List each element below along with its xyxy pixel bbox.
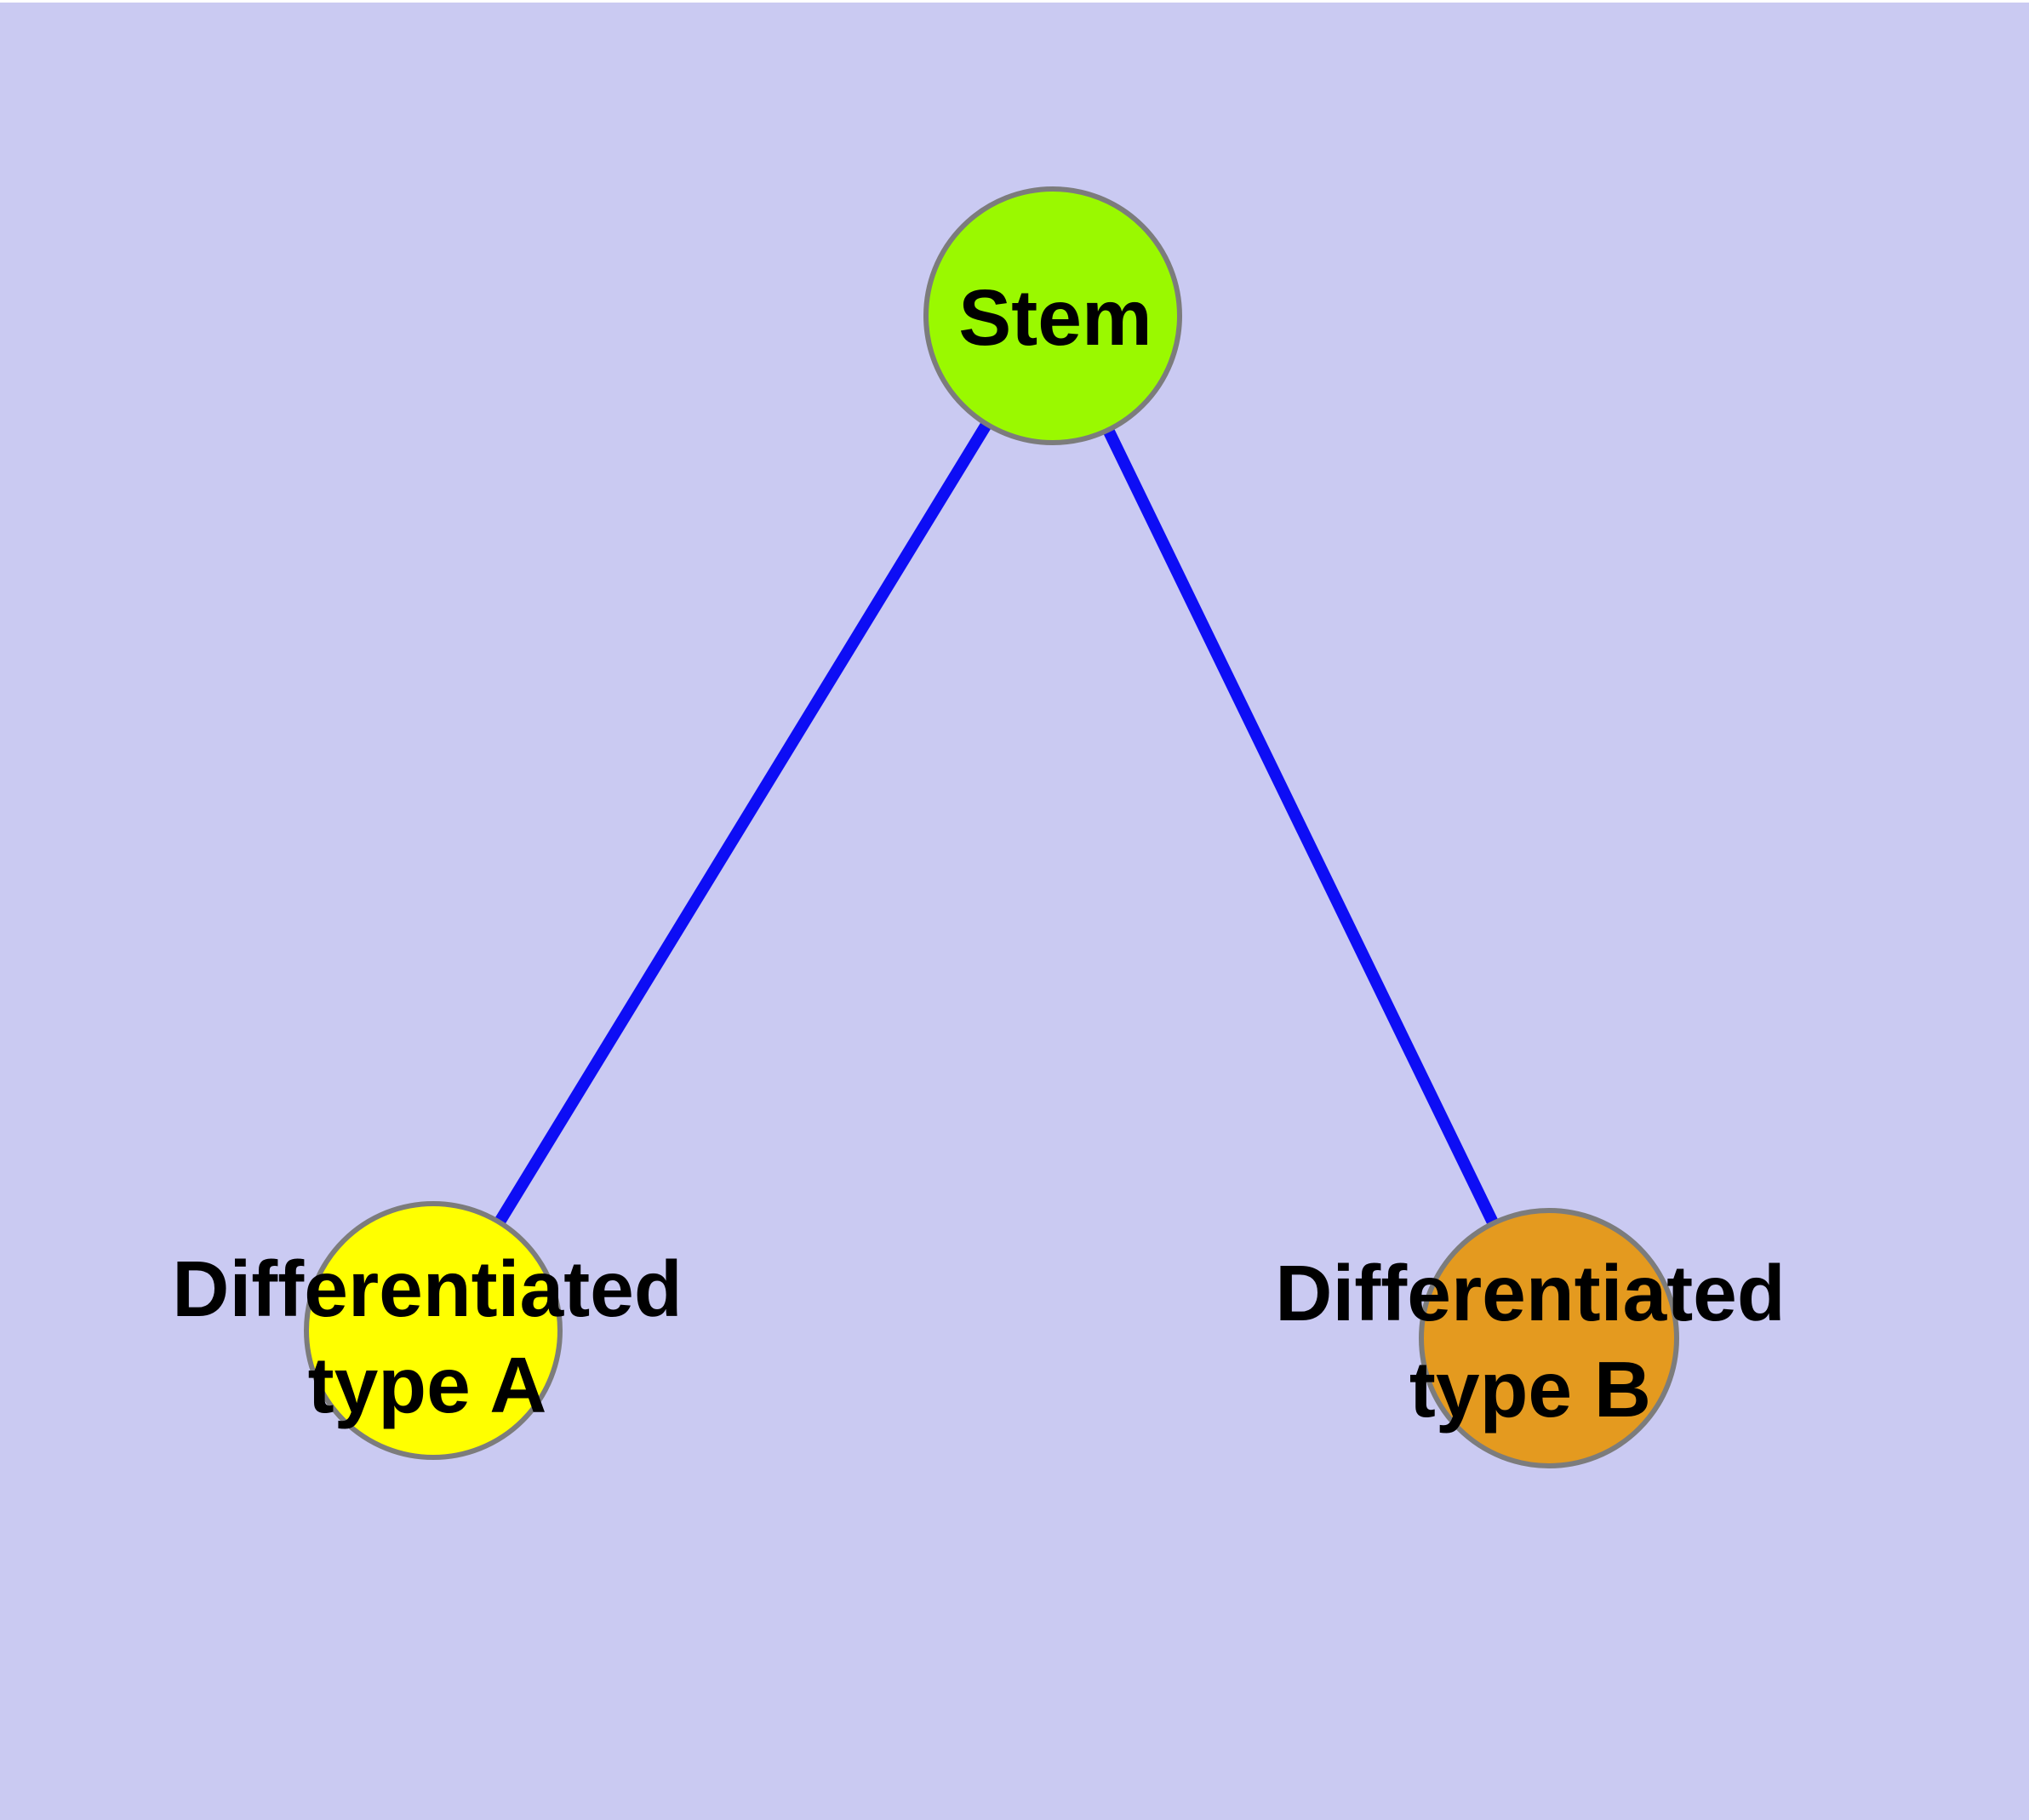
stem-node-label: Stem [958, 273, 1152, 362]
top-border-strip [0, 0, 2029, 3]
type-b-label-line-1: Differentiated [1275, 1249, 1785, 1337]
type-b-label-line-2: type B [1409, 1345, 1651, 1434]
differentiated-type-a-node [304, 1201, 563, 1460]
type-a-label-line-1: Differentiated [172, 1245, 682, 1333]
edge-stem-to-type-a [428, 312, 1058, 1334]
differentiated-type-b-node [1419, 1208, 1679, 1468]
stem-node [923, 186, 1182, 445]
edge-stem-to-type-b [1047, 312, 1555, 1342]
type-a-label-line-2: type A [308, 1341, 547, 1429]
